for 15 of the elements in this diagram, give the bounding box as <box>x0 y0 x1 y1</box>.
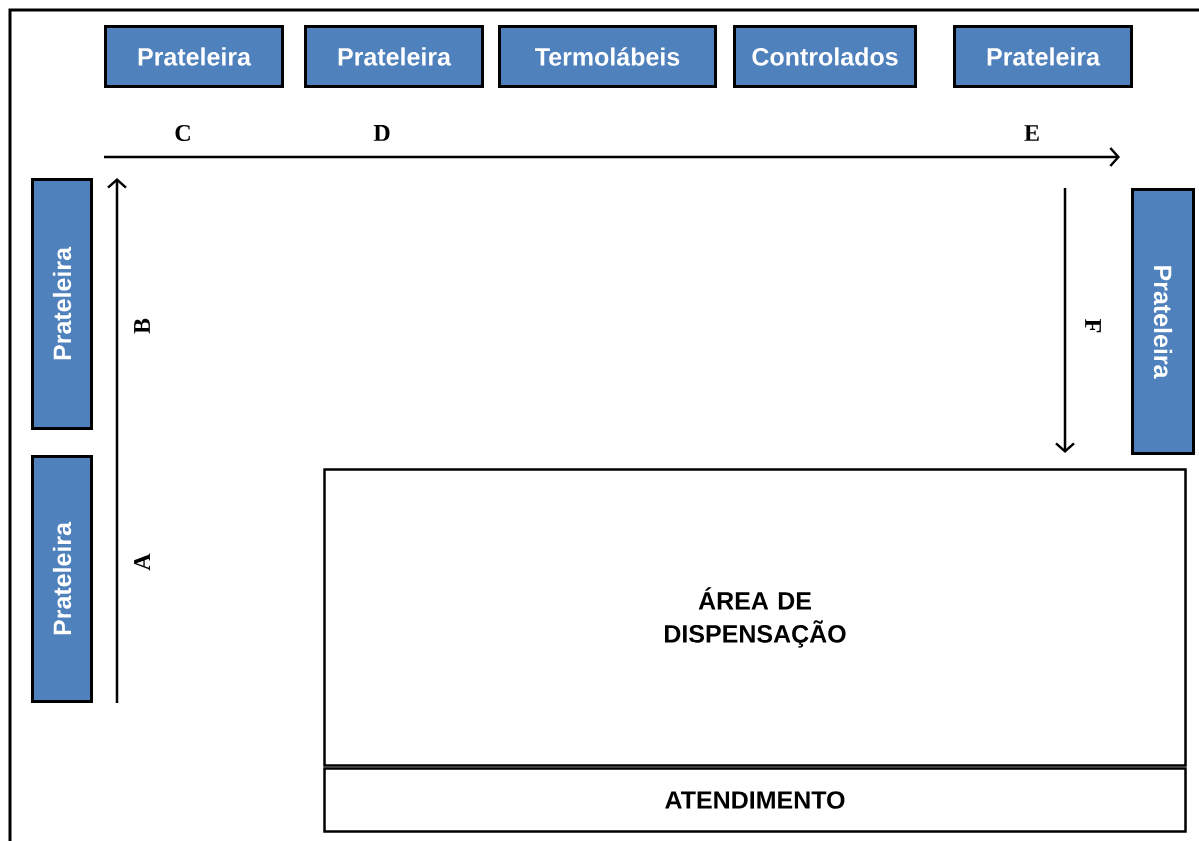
shelf-box: Prateleira <box>953 25 1133 88</box>
shelf-box: Prateleira <box>31 455 93 703</box>
shelf-box: Prateleira <box>1131 188 1195 455</box>
area-box: ATENDIMENTO <box>323 767 1187 833</box>
route-letter: A <box>134 553 150 571</box>
route-letter: B <box>134 318 150 334</box>
shelf-box: Prateleira <box>304 25 484 88</box>
shelf-box: Prateleira <box>104 25 284 88</box>
route-letter: D <box>373 125 390 141</box>
shelf-box: Controlados <box>733 25 917 88</box>
shelf-box: Prateleira <box>31 178 93 430</box>
route-letter: F <box>1085 319 1101 333</box>
route-letter: C <box>175 124 190 142</box>
route-letter: E <box>1024 125 1039 141</box>
shelf-box: Termolábeis <box>498 25 717 88</box>
